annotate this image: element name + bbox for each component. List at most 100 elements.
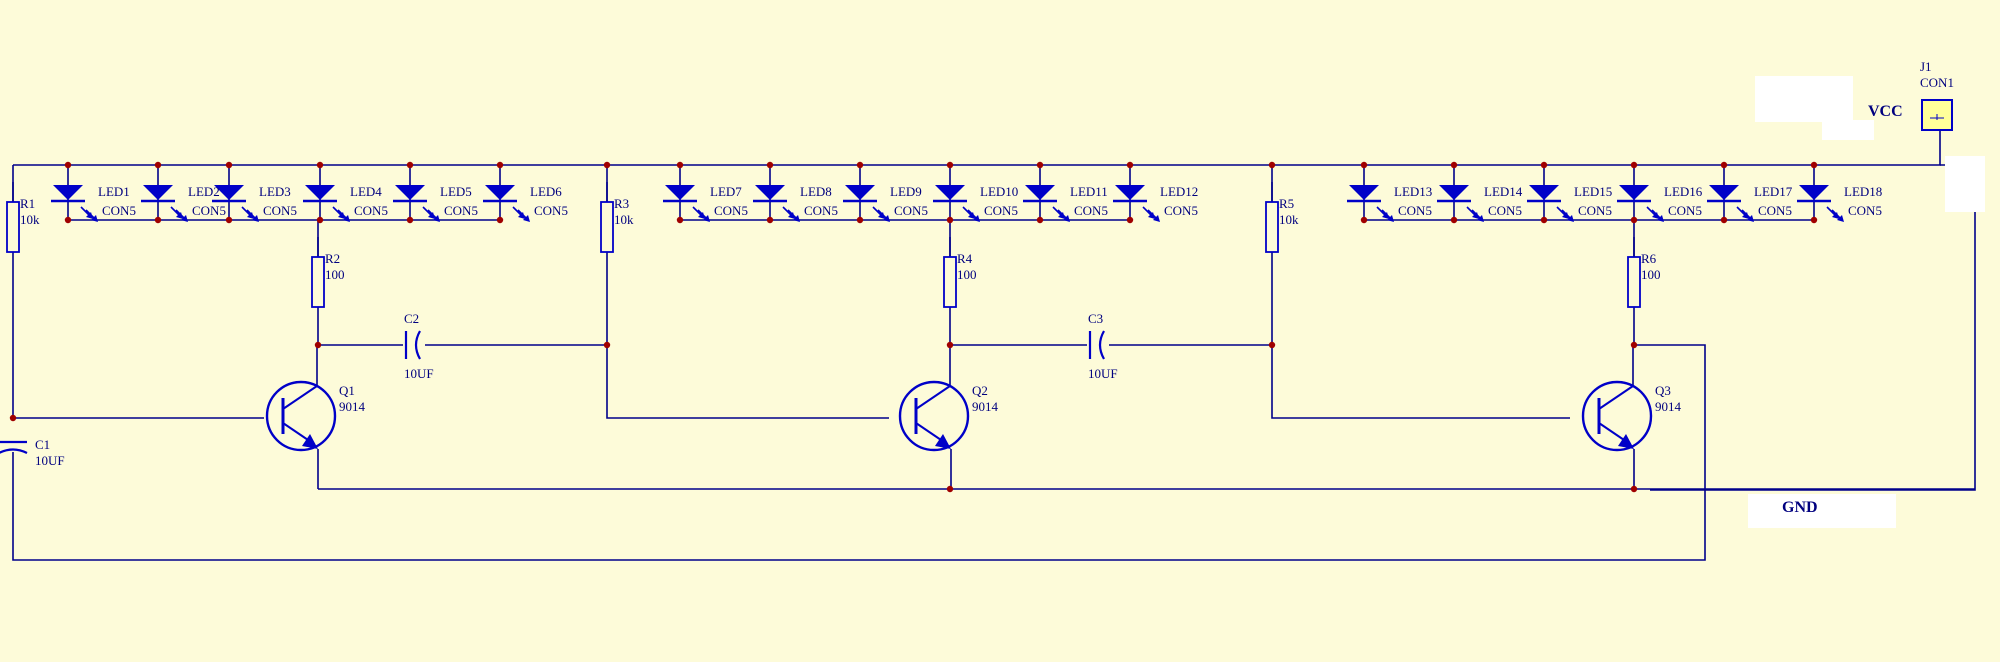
transistor-body <box>1581 380 1653 452</box>
led-ref: LED9 <box>890 184 922 199</box>
led-ref: LED6 <box>530 184 562 199</box>
led-light-arrow-head-icon <box>252 215 259 222</box>
led-light-arrow-head-icon <box>1058 212 1065 219</box>
led-light-arrow-head-icon <box>1567 215 1574 222</box>
wire <box>606 252 889 419</box>
j1-type: CON1 <box>1920 75 1954 90</box>
led-light-arrow-head-icon <box>1652 212 1659 219</box>
led-diode-icon <box>665 185 695 200</box>
component-layer <box>0 185 1844 454</box>
junction-dot <box>406 216 414 224</box>
led-ref: LED15 <box>1574 184 1612 199</box>
junction-dot <box>946 216 954 224</box>
led-diode-icon <box>1115 185 1145 200</box>
transistor-emitter-lead <box>1598 422 1628 443</box>
junction-dot <box>856 216 864 224</box>
junction-dot <box>316 161 324 169</box>
led-ref: LED2 <box>188 184 220 199</box>
junction-dot <box>946 161 954 169</box>
junction-dot <box>1630 341 1638 349</box>
led-light-arrow-head-icon <box>338 212 345 219</box>
junction-dot <box>1540 161 1548 169</box>
blank-patch <box>1755 76 1853 122</box>
resistor-ref: R4 <box>957 251 973 266</box>
led-light-arrow-head-icon <box>1562 212 1569 219</box>
led-diode-icon <box>1709 185 1739 200</box>
junction-dot <box>1268 161 1276 169</box>
junction-dot <box>1360 216 1368 224</box>
led-light-arrow-head-icon <box>703 215 710 222</box>
junction-dot <box>225 216 233 224</box>
transistor-value: 9014 <box>1655 399 1682 414</box>
capacitor-plate-curved <box>414 330 421 360</box>
junction-dot <box>1810 161 1818 169</box>
junction-dot <box>856 161 864 169</box>
junction-dot <box>1810 216 1818 224</box>
junction-dot <box>1630 161 1638 169</box>
transistor-value: 9014 <box>972 399 999 414</box>
led-ref: LED11 <box>1070 184 1108 199</box>
led-diode-icon <box>143 185 173 200</box>
led-light-arrow-head-icon <box>1387 215 1394 222</box>
led-value: CON5 <box>1488 203 1522 218</box>
junction-dot <box>1720 216 1728 224</box>
junction-dot <box>64 216 72 224</box>
resistor-body <box>1265 201 1279 253</box>
led-diode-icon <box>1439 185 1469 200</box>
led-ref: LED3 <box>259 184 291 199</box>
led-light-arrow-head-icon <box>428 212 435 219</box>
resistor-body <box>311 256 325 308</box>
led-light-arrow-head-icon <box>1837 215 1844 222</box>
led-light-arrow-head-icon <box>176 212 183 219</box>
resistor-value: 10k <box>20 212 40 227</box>
junction-dot <box>676 161 684 169</box>
label-layer: LED1CON5LED2CON5LED3CON5LED4CON5LED5CON5… <box>20 184 1882 468</box>
resistor-body <box>6 201 20 253</box>
led-light-arrow-head-icon <box>883 215 890 222</box>
junction-dot <box>9 414 17 422</box>
wire <box>1271 252 1570 419</box>
junction-dot <box>496 161 504 169</box>
junction-dot <box>406 161 414 169</box>
capacitor-value: 10UF <box>35 453 65 468</box>
transistor-collector-lead <box>915 385 951 410</box>
junction-dot <box>1450 216 1458 224</box>
led-light-arrow-head-icon <box>788 212 795 219</box>
junction-dot <box>316 216 324 224</box>
led-light-arrow-head-icon <box>973 215 980 222</box>
transistor-emitter-lead <box>915 422 945 443</box>
led-value: CON5 <box>192 203 226 218</box>
led-value: CON5 <box>984 203 1018 218</box>
junction-dot <box>603 161 611 169</box>
capacitor-ref: C3 <box>1088 311 1103 326</box>
junction-dot <box>603 341 611 349</box>
junction-dot <box>154 161 162 169</box>
transistor-body <box>265 380 337 452</box>
transistor-ref: Q2 <box>972 383 988 398</box>
vcc-label: VCC <box>1868 103 1903 120</box>
capacitor-value: 10UF <box>404 366 434 381</box>
junction-dot <box>766 216 774 224</box>
led-diode-icon <box>214 185 244 200</box>
gnd-label: GND <box>1782 499 1818 516</box>
junction-dot <box>946 341 954 349</box>
junction-dot <box>1540 216 1548 224</box>
transistor-ref: Q1 <box>339 383 355 398</box>
junction-dot <box>1126 216 1134 224</box>
junction-dot <box>225 161 233 169</box>
capacitor-ref: C1 <box>35 437 50 452</box>
led-diode-icon <box>1349 185 1379 200</box>
junction-dot <box>1450 161 1458 169</box>
led-value: CON5 <box>1668 203 1702 218</box>
led-diode-icon <box>935 185 965 200</box>
led-light-arrow-head-icon <box>1382 212 1389 219</box>
led-ref: LED12 <box>1160 184 1198 199</box>
led-ref: LED13 <box>1394 184 1432 199</box>
resistor-value: 100 <box>325 267 345 282</box>
junction-dot <box>1268 341 1276 349</box>
led-light-arrow-head-icon <box>698 212 705 219</box>
led-light-arrow-head-icon <box>1063 215 1070 222</box>
junction-dot <box>676 216 684 224</box>
led-light-arrow-head-icon <box>1148 212 1155 219</box>
